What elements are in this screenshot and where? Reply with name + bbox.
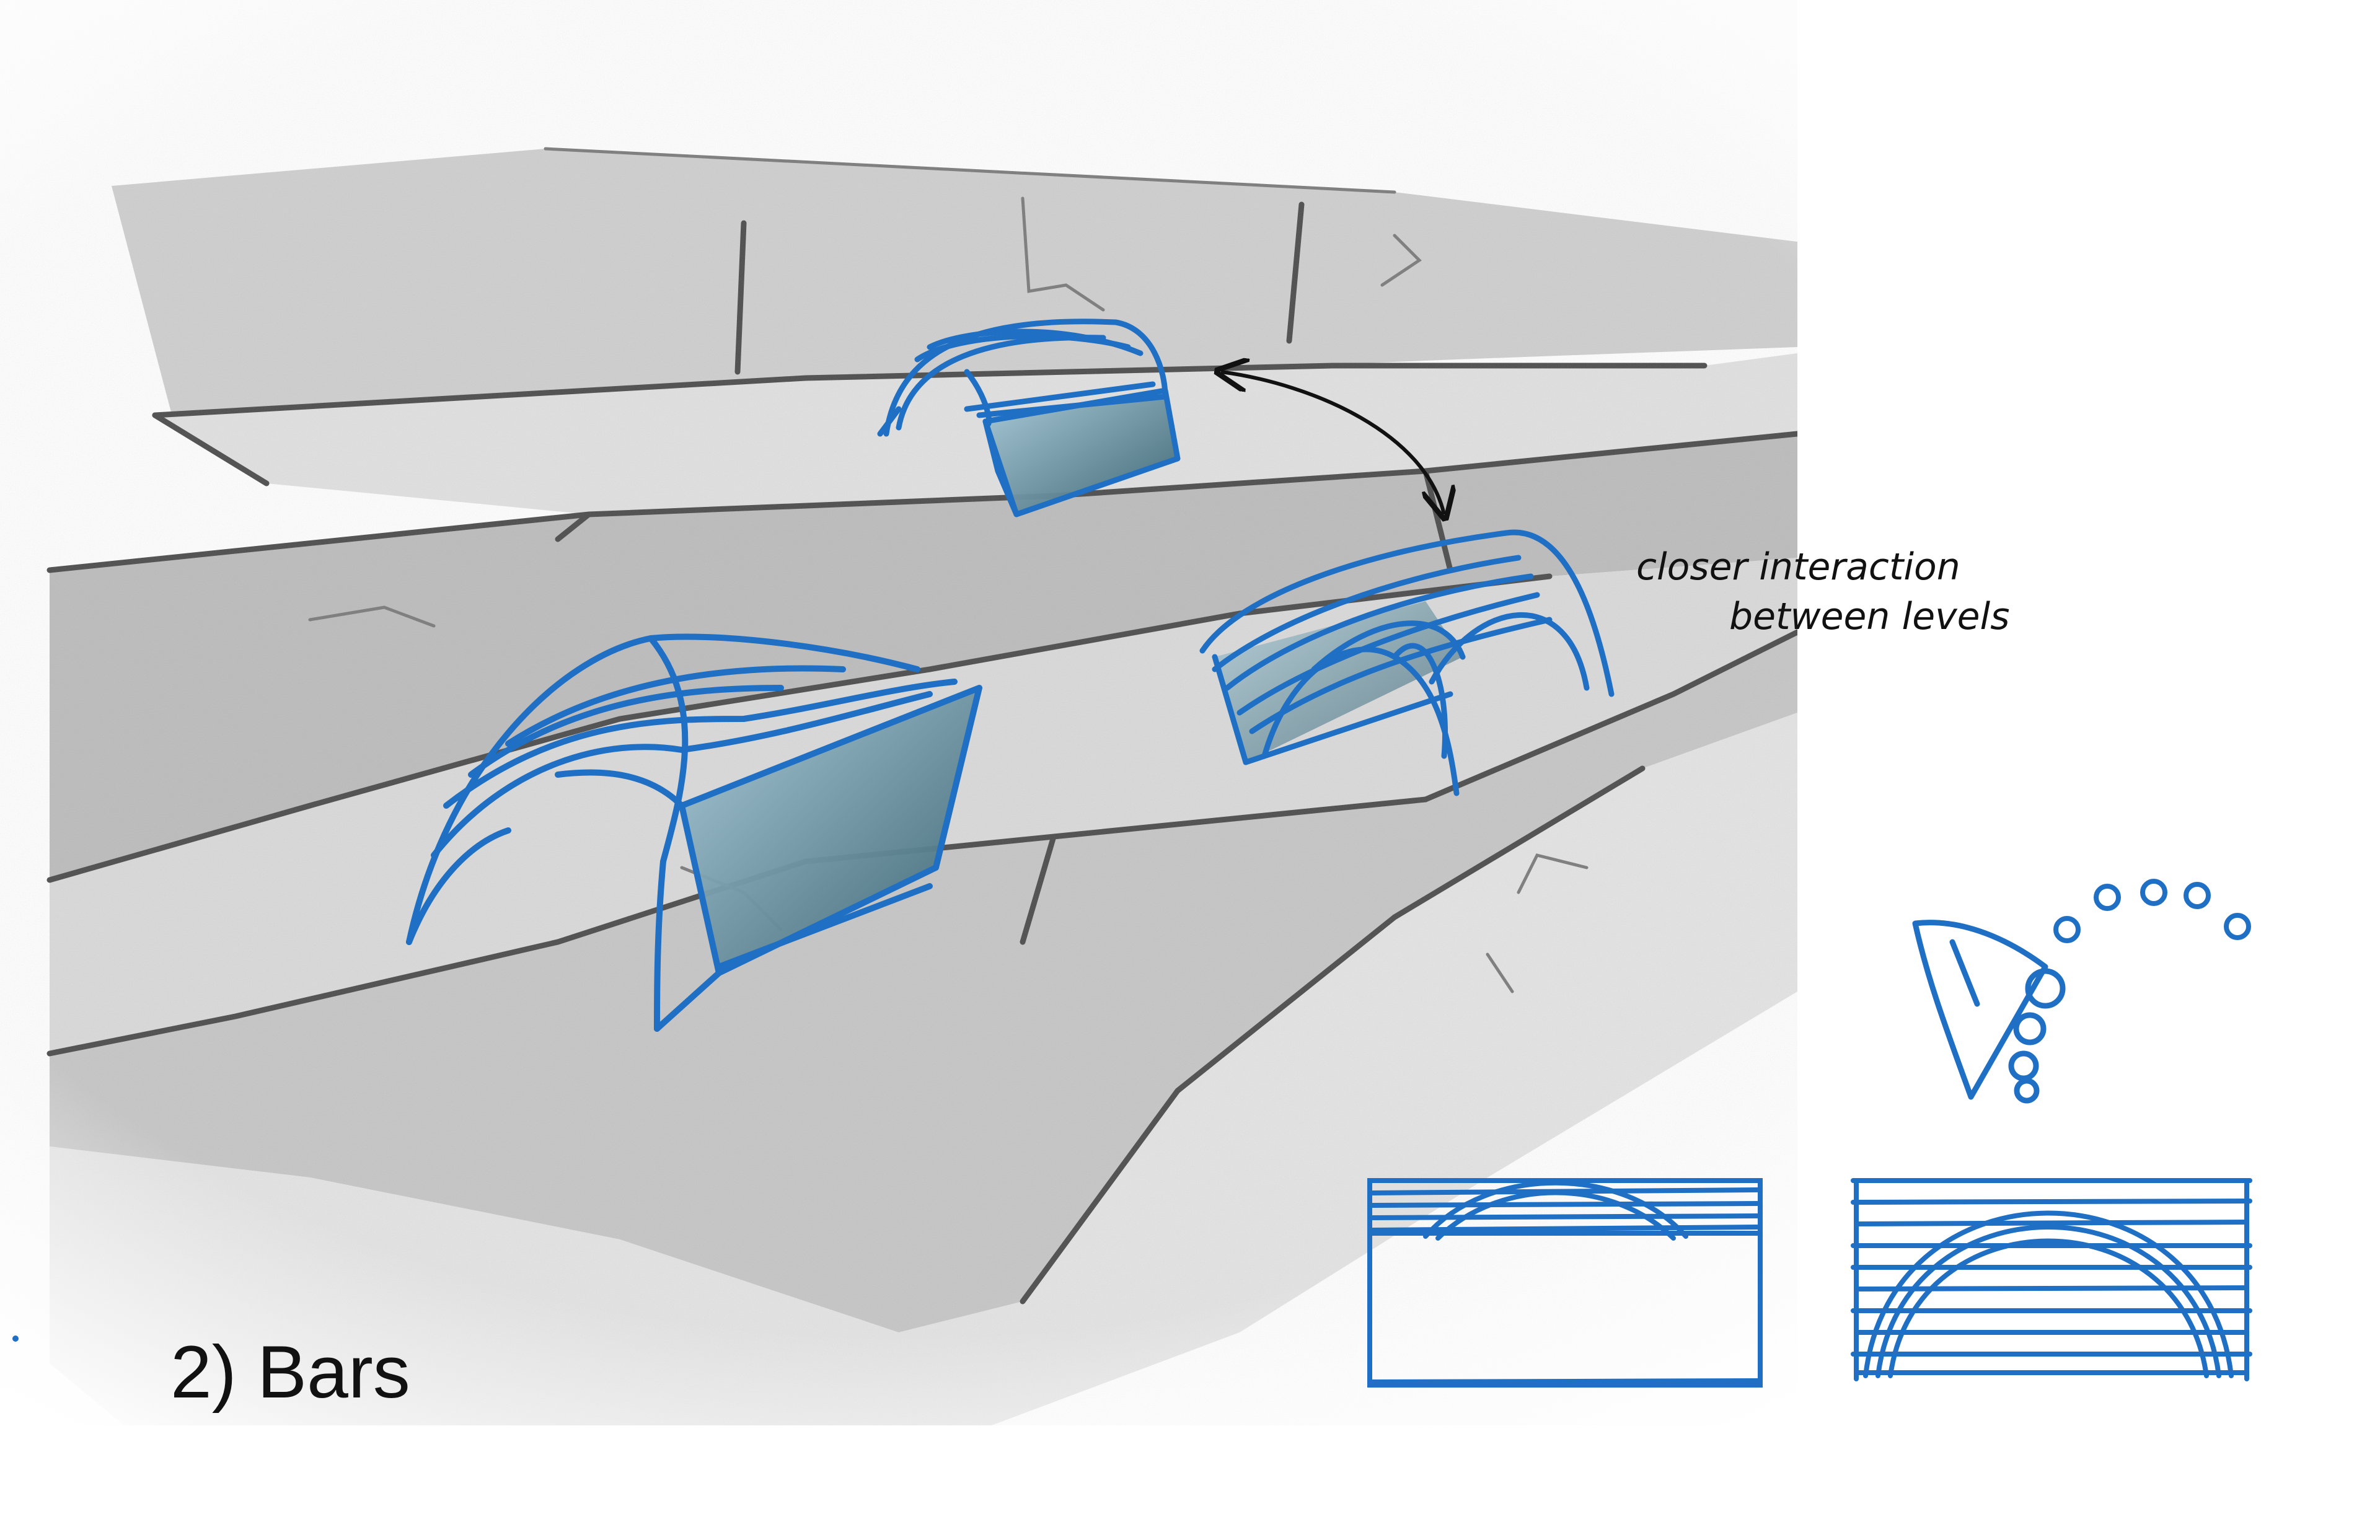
bench-sketch-top [877, 319, 1181, 517]
annotation-line-2: between levels [1729, 595, 2009, 638]
elevation-sketch-box [1367, 1178, 1763, 1388]
bench-sketch-left [406, 633, 982, 1032]
sound-dots [2053, 879, 2251, 943]
elevation-sketch-bars [1851, 1178, 2252, 1381]
page-title: 2) Bars [170, 1331, 410, 1414]
double-headed-arrow-icon [1221, 372, 1444, 514]
stray-dot [12, 1335, 19, 1342]
harp-sketch-icon [1912, 920, 2066, 1104]
annotation-line-1: closer interaction [1636, 545, 1960, 589]
bench-sketch-right [1199, 529, 1615, 796]
